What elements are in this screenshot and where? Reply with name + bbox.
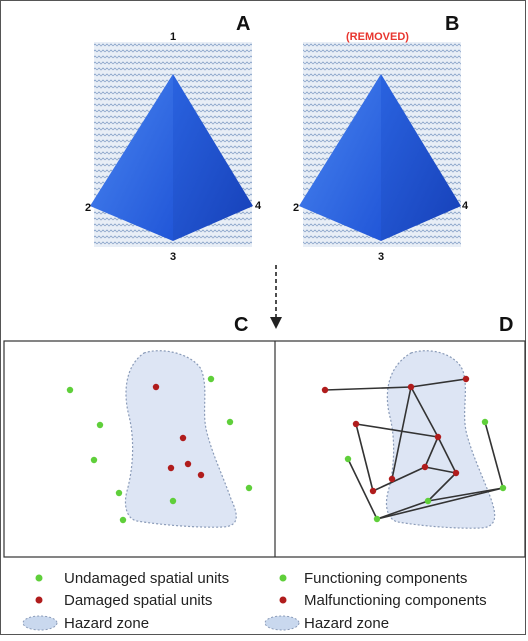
vertex-3-label: 3 (170, 251, 176, 263)
functioning-component (424, 497, 432, 505)
undamaged-unit (207, 375, 215, 383)
network-components (321, 375, 507, 523)
legend-left: Undamaged spatial units Damaged spatial … (22, 570, 229, 632)
damaged-unit (184, 460, 192, 468)
vertex-4-label: 4 (255, 200, 262, 212)
damaged-unit (197, 471, 205, 479)
malfunctioning-component (407, 383, 415, 391)
damaged-unit (179, 434, 187, 442)
network-edges (324, 378, 504, 520)
malfunctioning-component (352, 420, 360, 428)
vertex-1-label: 1 (170, 31, 176, 43)
undamaged-unit (90, 456, 98, 464)
functioning-component (373, 515, 381, 523)
legend-red-dot (35, 596, 43, 604)
malfunctioning-component (388, 475, 396, 483)
malfunctioning-component (421, 463, 429, 471)
damaged-unit (167, 464, 175, 472)
legend-hazard-zone-swatch (22, 615, 58, 631)
panel-d-label: D (499, 314, 513, 336)
functioning-component (481, 418, 489, 426)
undamaged-unit (96, 421, 104, 429)
vertex-3-label-b: 3 (378, 251, 384, 263)
hazard-zone-d (385, 350, 496, 529)
panel-a-label: A (236, 13, 250, 35)
undamaged-unit (66, 386, 74, 394)
panel-b-label: B (445, 13, 459, 35)
legend-right: Functioning components Malfunctioning co… (264, 570, 487, 632)
pyramid-a-left-face (90, 74, 173, 241)
legend-right-item-2: Malfunctioning components (304, 592, 487, 609)
bottom-panels-frame (3, 340, 526, 558)
pyramid-b-right-face (381, 74, 461, 241)
functioning-component (344, 455, 352, 463)
panel-c-label: C (234, 314, 248, 336)
malfunctioning-component (462, 375, 470, 383)
panel-c (66, 350, 253, 528)
vertex-2-label-b: 2 (293, 202, 299, 214)
legend-left-item-3: Hazard zone (64, 615, 149, 632)
panel-a: A 1 2 3 4 (85, 13, 262, 263)
legend-left-item-1: Undamaged spatial units (64, 570, 229, 587)
legend-green-dot (35, 574, 43, 582)
legend-right-item-3: Hazard zone (304, 615, 389, 632)
legend-green-dot (279, 574, 287, 582)
pyramid-b-left-face (299, 74, 381, 241)
vertex-2-label: 2 (85, 202, 91, 214)
undamaged-unit (226, 418, 234, 426)
legend-red-dot (279, 596, 287, 604)
panel-b: B (REMOVED) 2 3 4 (293, 13, 469, 263)
transition-arrow (270, 265, 282, 329)
legend-left-item-2: Damaged spatial units (64, 592, 212, 609)
malfunctioning-component (369, 487, 377, 495)
panel-d (321, 350, 507, 529)
vertex-4-label-b: 4 (462, 200, 469, 212)
spatial-units (66, 375, 253, 524)
removed-label: (REMOVED) (346, 31, 409, 43)
legend-hazard-zone-swatch (264, 615, 300, 631)
undamaged-unit (169, 497, 177, 505)
undamaged-unit (119, 516, 127, 524)
pyramid-a-right-face (173, 74, 253, 241)
malfunctioning-component (321, 386, 329, 394)
damaged-unit (152, 383, 160, 391)
legend-right-item-1: Functioning components (304, 570, 467, 587)
malfunctioning-component (434, 433, 442, 441)
undamaged-unit (115, 489, 123, 497)
functioning-component (499, 484, 507, 492)
undamaged-unit (245, 484, 253, 492)
malfunctioning-component (452, 469, 460, 477)
